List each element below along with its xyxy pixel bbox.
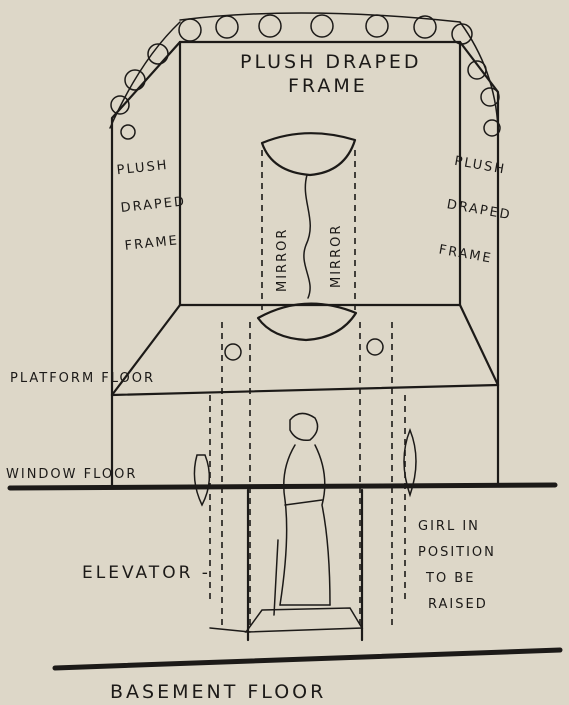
- top-frame-label-1: PLUSH DRAPED: [240, 51, 422, 73]
- platform-floor-label: PLATFORM FLOOR: [10, 371, 155, 386]
- frame-box: [110, 40, 500, 487]
- elevator-label: ELEVATOR -: [82, 563, 211, 583]
- left-frame-word-2: DRAPED: [120, 194, 187, 216]
- mirror-label-left: MIRROR: [275, 228, 290, 292]
- right-frame-label: PLUSH DRAPED FRAME: [438, 154, 513, 267]
- basement-floor-label: BASEMENT FLOOR: [110, 681, 326, 703]
- right-frame-word-2: DRAPED: [446, 197, 513, 223]
- girl-label-4: RAISED: [428, 597, 488, 612]
- elevator-shaft: [209, 488, 364, 642]
- girl-label-3: TO BE: [425, 571, 475, 586]
- left-frame-word-3: FRAME: [124, 233, 180, 254]
- left-frame-label: PLUSH DRAPED FRAME: [116, 158, 187, 254]
- mirror-apparatus: [256, 132, 358, 342]
- basement-floor-line: [52, 647, 563, 671]
- dashed-columns: [193, 322, 417, 625]
- mirror-label-right: MIRROR: [329, 224, 344, 288]
- top-frame-label-2: FRAME: [288, 75, 368, 97]
- girl-label-2: POSITION: [418, 545, 496, 560]
- right-frame-word-3: FRAME: [438, 242, 494, 266]
- window-floor-line: [7, 482, 558, 491]
- girl-label-1: GIRL IN: [418, 519, 480, 534]
- left-frame-word-1: PLUSH: [116, 158, 169, 178]
- window-floor-label: WINDOW FLOOR: [6, 467, 137, 482]
- girl-figure: [273, 412, 331, 616]
